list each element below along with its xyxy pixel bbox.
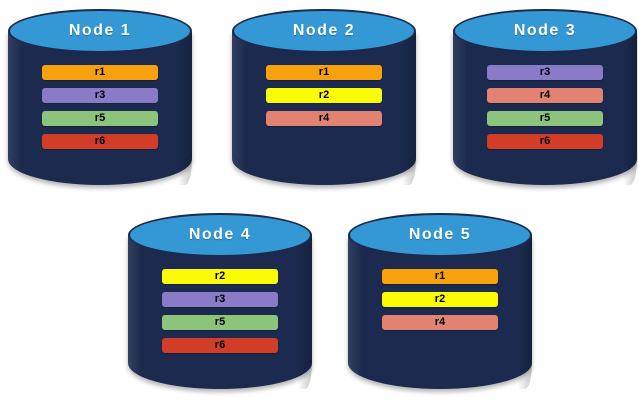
node-label: Node 5 — [408, 226, 472, 243]
replica-list: r1 r3 r5 r6 — [8, 65, 192, 157]
cylinder-body-icon — [8, 31, 192, 185]
replica-label: r3 — [94, 89, 106, 101]
database-node-5[interactable]: Node 5 r1 r2 r4 — [348, 213, 532, 389]
cylinder-body-icon — [348, 235, 532, 389]
replica-bar[interactable]: r3 — [42, 88, 158, 103]
replica-label: r4 — [434, 316, 446, 328]
replica-list: r3 r4 r5 r6 — [453, 65, 637, 157]
node-label: Node 1 — [68, 22, 132, 39]
replica-list: r2 r3 r5 r6 — [128, 269, 312, 361]
cylinder-top-icon: Node 3 — [453, 9, 637, 53]
replica-label: r5 — [94, 112, 106, 124]
replica-label: r4 — [539, 89, 551, 101]
cylinder-top-icon: Node 4 — [128, 213, 312, 257]
node-label: Node 2 — [292, 22, 356, 39]
replica-label: r1 — [94, 66, 106, 78]
replica-list: r1 r2 r4 — [348, 269, 532, 338]
replica-bar[interactable]: r6 — [487, 134, 603, 149]
replica-label: r3 — [214, 293, 226, 305]
cylinder-body-icon — [453, 31, 637, 185]
node-label: Node 3 — [513, 22, 577, 39]
replica-bar[interactable]: r2 — [266, 88, 382, 103]
replica-bar[interactable]: r6 — [162, 338, 278, 353]
cylinder-body-icon — [232, 31, 416, 185]
replica-bar[interactable]: r2 — [162, 269, 278, 284]
replica-bar[interactable]: r4 — [266, 111, 382, 126]
replica-label: r2 — [318, 89, 330, 101]
replica-label: r1 — [434, 270, 446, 282]
replica-bar[interactable]: r6 — [42, 134, 158, 149]
replica-bar[interactable]: r3 — [487, 65, 603, 80]
replica-label: r5 — [214, 316, 226, 328]
replica-label: r4 — [318, 112, 330, 124]
database-node-1[interactable]: Node 1 r1 r3 r5 r6 — [8, 9, 192, 185]
replica-label: r1 — [318, 66, 330, 78]
database-node-3[interactable]: Node 3 r3 r4 r5 r6 — [453, 9, 637, 185]
replica-bar[interactable]: r3 — [162, 292, 278, 307]
replica-list: r1 r2 r4 — [232, 65, 416, 134]
cylinder-body-icon — [128, 235, 312, 389]
cylinder-top-icon: Node 1 — [8, 9, 192, 53]
replica-bar[interactable]: r1 — [42, 65, 158, 80]
replica-bar[interactable]: r5 — [487, 111, 603, 126]
node-label: Node 4 — [188, 226, 252, 243]
replica-label: r6 — [94, 135, 106, 147]
cylinder-top-icon: Node 2 — [232, 9, 416, 53]
replica-bar[interactable]: r1 — [266, 65, 382, 80]
replica-bar[interactable]: r1 — [382, 269, 498, 284]
replica-bar[interactable]: r4 — [487, 88, 603, 103]
database-node-4[interactable]: Node 4 r2 r3 r5 r6 — [128, 213, 312, 389]
replica-label: r5 — [539, 112, 551, 124]
replica-label: r6 — [214, 339, 226, 351]
replica-label: r2 — [214, 270, 226, 282]
database-node-2[interactable]: Node 2 r1 r2 r4 — [232, 9, 416, 185]
replica-bar[interactable]: r2 — [382, 292, 498, 307]
replica-label: r2 — [434, 293, 446, 305]
cylinder-top-icon: Node 5 — [348, 213, 532, 257]
replica-bar[interactable]: r5 — [42, 111, 158, 126]
replica-bar[interactable]: r4 — [382, 315, 498, 330]
replica-label: r6 — [539, 135, 551, 147]
replica-bar[interactable]: r5 — [162, 315, 278, 330]
replica-label: r3 — [539, 66, 551, 78]
